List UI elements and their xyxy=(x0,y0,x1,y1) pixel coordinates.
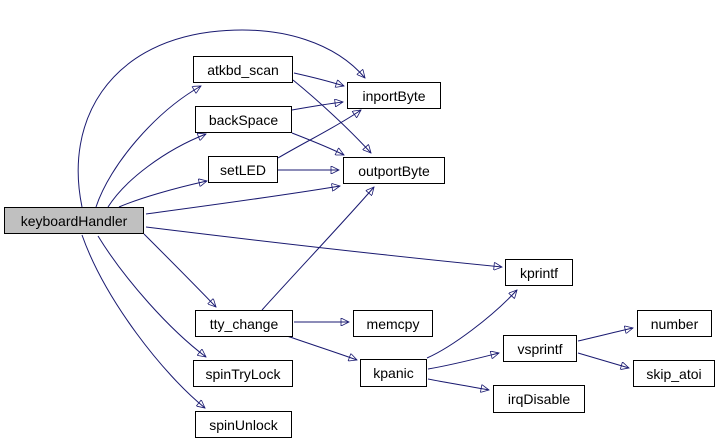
node-setLED[interactable]: setLED xyxy=(208,156,278,183)
edge-keyboardHandler-spinTryLock xyxy=(97,235,206,357)
edge-backSpace-outportByte xyxy=(291,132,344,156)
node-backSpace[interactable]: backSpace xyxy=(195,106,292,133)
node-spinUnlock[interactable]: spinUnlock xyxy=(195,411,292,438)
edge-kpanic-kprintf xyxy=(426,290,517,359)
edge-kpanic-vsprintf xyxy=(427,353,499,370)
edge-backSpace-inportByte xyxy=(291,102,343,111)
edge-keyboardHandler-setLED xyxy=(118,181,207,208)
node-kprintf[interactable]: kprintf xyxy=(505,259,573,286)
node-keyboardHandler[interactable]: keyboardHandler xyxy=(4,207,144,234)
edge-vsprintf-number xyxy=(577,328,633,342)
edge-keyboardHandler-inportByte xyxy=(77,29,365,208)
edge-atkbd_scan-inportByte xyxy=(293,72,344,86)
edge-keyboardHandler-spinUnlock xyxy=(81,234,205,408)
edge-kpanic-irqDisable xyxy=(427,378,489,390)
node-skip_atoi[interactable]: skip_atoi xyxy=(633,360,715,387)
node-vsprintf[interactable]: vsprintf xyxy=(503,335,577,362)
node-tty_change[interactable]: tty_change xyxy=(195,310,293,337)
edge-keyboardHandler-tty_change xyxy=(143,233,216,307)
edge-tty_change-kpanic xyxy=(286,335,357,360)
edge-tty_change-outportByte xyxy=(261,187,374,311)
edge-atkbd_scan-outportByte xyxy=(292,79,371,153)
node-irqDisable[interactable]: irqDisable xyxy=(493,385,585,413)
edge-keyboardHandler-outportByte xyxy=(145,186,340,215)
edge-keyboardHandler-backSpace xyxy=(107,134,206,208)
edge-keyboardHandler-atkbd_scan xyxy=(95,86,201,208)
edge-setLED-inportByte xyxy=(277,110,361,159)
edge-keyboardHandler-kprintf xyxy=(145,226,502,267)
node-number[interactable]: number xyxy=(637,310,712,337)
node-outportByte[interactable]: outportByte xyxy=(343,157,445,184)
node-kpanic[interactable]: kpanic xyxy=(360,359,427,387)
node-memcpy[interactable]: memcpy xyxy=(353,310,433,337)
node-spinTryLock[interactable]: spinTryLock xyxy=(193,360,293,387)
node-atkbd_scan[interactable]: atkbd_scan xyxy=(193,56,293,83)
node-inportByte[interactable]: inportByte xyxy=(347,82,441,109)
edge-vsprintf-skip_atoi xyxy=(577,352,629,368)
